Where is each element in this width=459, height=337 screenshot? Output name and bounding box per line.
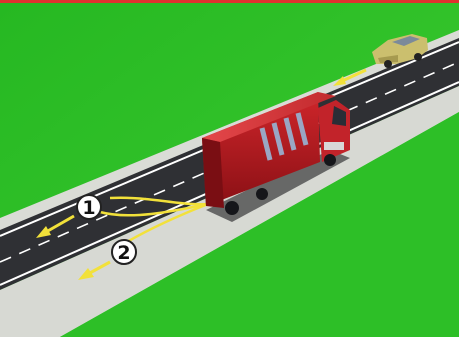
route-label-1: 1 xyxy=(76,194,102,220)
grass-lower xyxy=(60,112,459,337)
truck-icon xyxy=(202,92,350,222)
arrow-icon xyxy=(333,68,367,86)
frame-top-border xyxy=(0,0,459,3)
route-2-arrow xyxy=(78,260,111,280)
car-icon xyxy=(372,34,428,68)
route-1-arrow xyxy=(36,214,75,238)
svg-text:2: 2 xyxy=(117,242,130,264)
svg-text:1: 1 xyxy=(82,197,95,219)
route-label-2: 2 xyxy=(111,239,137,265)
